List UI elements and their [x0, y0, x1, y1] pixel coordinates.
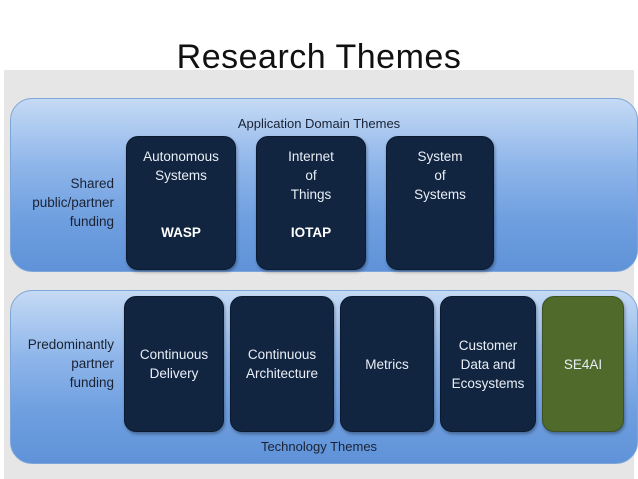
page-title: Research Themes	[176, 38, 462, 76]
internet-of-things-box: Internet of Things IOTAP	[256, 136, 366, 270]
application-domain-title: Application Domain Themes	[237, 116, 401, 131]
shared-funding-label: Shared public/partner funding	[32, 176, 114, 229]
continuous-architecture-box: Continuous Architecture	[230, 296, 334, 432]
system-of-systems-box: System of Systems	[386, 136, 494, 270]
technology-themes-title: Technology Themes	[260, 439, 378, 454]
customer-data-ecosystems-box: Customer Data and Ecosystems	[440, 296, 536, 432]
metrics-box: Metrics	[340, 296, 434, 432]
continuous-delivery-box: Continuous Delivery	[124, 296, 224, 432]
iotap-tag: IOTAP	[290, 225, 332, 240]
wasp-tag: WASP	[161, 225, 201, 240]
se4ai-box: SE4AI	[542, 296, 624, 432]
autonomous-systems-box: Autonomous Systems WASP	[126, 136, 236, 270]
partner-funding-label: Predominantly partner funding	[27, 337, 114, 390]
